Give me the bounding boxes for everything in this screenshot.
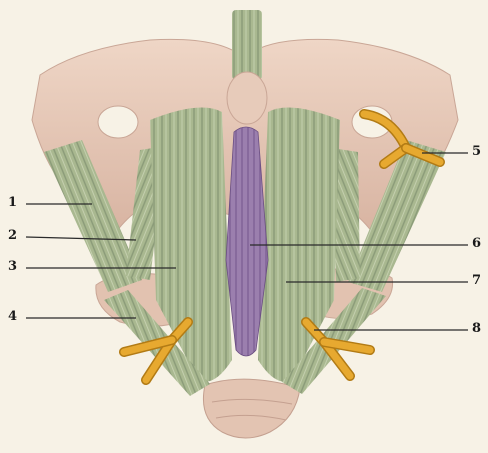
label-3: 3: [8, 260, 17, 273]
label-8: 8: [472, 322, 481, 335]
label-5: 5: [472, 145, 481, 158]
top-bone-knob: [227, 72, 267, 124]
label-7: 7: [472, 274, 481, 287]
left-obturator-foramen: [98, 106, 138, 138]
top-muscle-band: [232, 10, 262, 80]
coccyx: [203, 379, 300, 438]
label-4: 4: [8, 310, 17, 323]
label-1: 1: [8, 196, 17, 209]
label-2: 2: [8, 229, 17, 242]
label-6: 6: [472, 237, 481, 250]
